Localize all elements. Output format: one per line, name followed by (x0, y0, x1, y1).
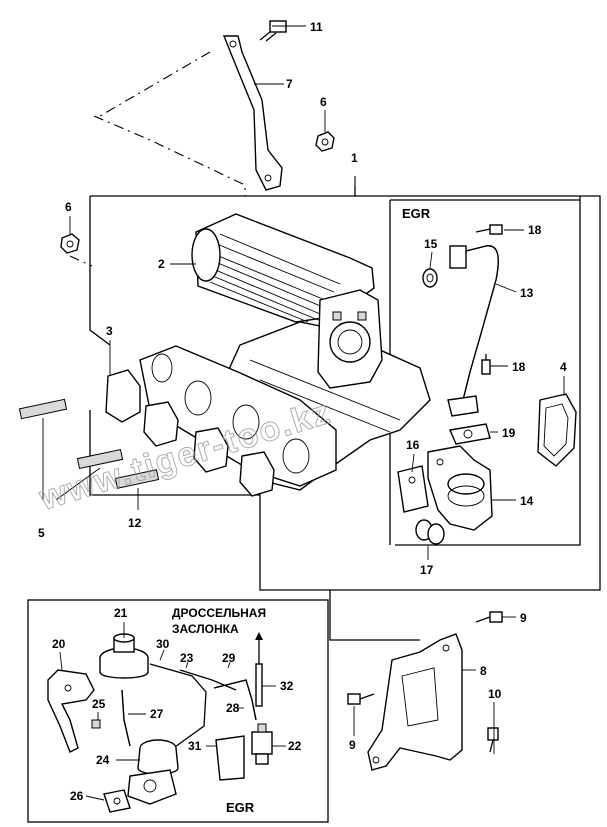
bolt-9-left (347, 693, 375, 705)
bracket-20 (47, 669, 95, 753)
callout-11: 11 (310, 20, 323, 34)
callout-26: 26 (70, 789, 84, 803)
stud-5-a (18, 398, 68, 420)
leader-lines (59, 25, 565, 801)
callout-18-top: 18 (528, 223, 542, 237)
plenum-2 (191, 213, 375, 323)
callout-9-right: 9 (520, 611, 527, 625)
callout-6-left: 6 (65, 200, 72, 214)
gasket-17 (415, 519, 445, 545)
hose-29-inner (213, 679, 257, 721)
solenoid-22 (251, 723, 273, 765)
callout-7: 7 (286, 77, 293, 91)
gasket-3 (105, 369, 275, 497)
screw-25 (91, 719, 101, 729)
stud-5-b (76, 448, 124, 470)
callout-8: 8 (480, 664, 487, 678)
egr-label-bottom: EGR (226, 800, 255, 815)
callouts: 11 7 6 1 6 2 3 15 18 13 18 4 19 16 14 17… (38, 20, 567, 803)
callout-9-left: 9 (349, 738, 356, 752)
callout-20: 20 (52, 637, 66, 651)
pipe-23 (179, 669, 237, 691)
modulator-21 (99, 633, 149, 679)
callout-13: 13 (520, 286, 534, 300)
bolt-18-top (475, 224, 503, 235)
gasket-16 (397, 465, 429, 513)
pipe-30 (149, 663, 207, 753)
callout-24: 24 (96, 753, 110, 767)
callout-15: 15 (424, 237, 438, 251)
callout-22: 22 (288, 739, 302, 753)
throttle-label-line2: ЗАСЛОНКА (172, 622, 239, 636)
bracket-8 (367, 633, 463, 771)
callout-17: 17 (420, 563, 434, 577)
inset-box (27, 599, 329, 823)
leader-5b (55, 467, 101, 501)
throttle-body (317, 289, 383, 389)
nut-6-top (315, 131, 335, 152)
bolt-9-right (475, 611, 503, 623)
callout-4: 4 (560, 360, 567, 374)
bolt-11 (259, 20, 287, 42)
callout-12: 12 (128, 516, 142, 530)
callout-30: 30 (156, 637, 170, 651)
egr-valve-14 (427, 445, 493, 531)
gasket-26 (103, 789, 131, 813)
egr-label-top: EGR (402, 206, 431, 221)
leader-7-dash (93, 115, 246, 196)
callout-27: 27 (150, 707, 164, 721)
callout-6-top: 6 (320, 95, 327, 109)
callout-16: 16 (406, 438, 420, 452)
nut-6-left (60, 233, 93, 267)
tube-32 (255, 632, 263, 707)
egr-valve-24 (127, 739, 179, 805)
callout-3: 3 (106, 324, 113, 338)
stud-12 (114, 469, 160, 489)
egr-pipe-13 (447, 245, 499, 417)
callout-10: 10 (488, 687, 502, 701)
callout-1: 1 (351, 151, 358, 165)
callout-14: 14 (520, 494, 534, 508)
callout-31: 31 (188, 739, 202, 753)
callout-32: 32 (280, 679, 294, 693)
callout-21: 21 (114, 606, 128, 620)
callout-2: 2 (158, 257, 165, 271)
callout-28: 28 (226, 701, 240, 715)
callout-25: 25 (92, 697, 106, 711)
callout-29: 29 (222, 651, 236, 665)
hose-27-inner (121, 689, 131, 747)
gasket-19 (449, 423, 491, 445)
bolt-10 (487, 727, 499, 753)
gasket-4 (537, 393, 577, 467)
bracket-31 (215, 735, 245, 781)
throttle-label-line1: ДРОССЕЛЬНАЯ (172, 606, 266, 620)
callout-18-lower: 18 (512, 360, 526, 374)
leader-7-dash2 (99, 51, 211, 117)
bolt-18-lower (481, 354, 491, 375)
flange (139, 345, 337, 487)
gasket-15 (422, 268, 438, 288)
callout-19: 19 (502, 426, 516, 440)
callout-23: 23 (180, 651, 194, 665)
callout-5: 5 (38, 526, 45, 540)
bracket-7 (222, 35, 283, 191)
